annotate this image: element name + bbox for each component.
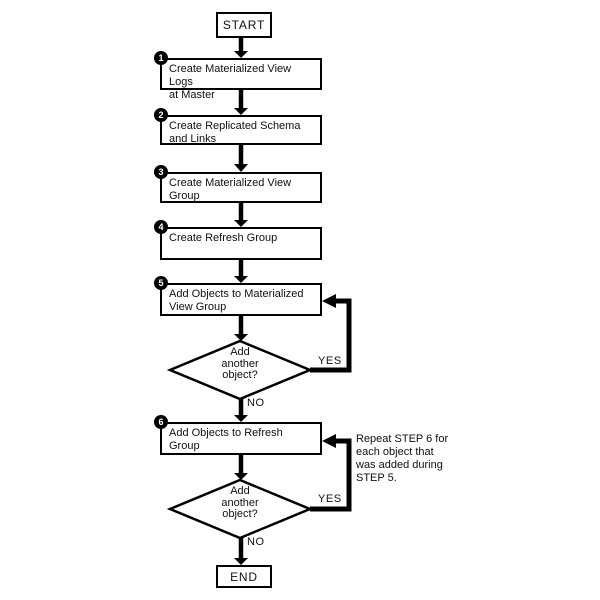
- step-2-line-2: and Links: [169, 133, 217, 145]
- decision-1-line-2: another: [221, 357, 259, 370]
- step-number-badge-4: 4: [154, 220, 168, 234]
- arrowhead-decision2-to-end: [234, 558, 248, 565]
- yes-loop-1: [310, 298, 352, 373]
- decision-1-no-label: NO: [247, 397, 265, 409]
- start-label: START: [222, 18, 266, 32]
- step-box-6: 6 Add Objects to Refresh Group: [154, 415, 322, 455]
- repeat-step-annotation: Repeat STEP 6 for each object that was a…: [356, 433, 474, 485]
- decision-2-no-label: NO: [247, 536, 265, 548]
- step-box-5: 5 Add Objects to Materialized View Group: [154, 276, 322, 316]
- end-node: END: [216, 565, 272, 588]
- arrowhead-step4-to-step5: [234, 276, 248, 283]
- arrowhead-step2-to-step3: [234, 164, 248, 172]
- decision-2-line-2: another: [221, 496, 259, 509]
- arrowhead-step6-to-decision2: [234, 473, 248, 480]
- decision-1-line-3: object?: [222, 369, 258, 381]
- step-box-3: 3 Create Materialized View Group: [154, 165, 322, 203]
- step-5-line-1: Add Objects to Materialized: [169, 288, 304, 300]
- decision-2-line-3: object?: [222, 508, 258, 520]
- step-6-line-1: Add Objects to Refresh Group: [169, 427, 283, 452]
- step-number-badge-1: 1: [154, 51, 168, 65]
- flow-arrow-heads: [234, 51, 248, 565]
- arrowhead-decision1-to-step6: [234, 415, 248, 422]
- arrowhead-start-to-step1: [234, 51, 248, 58]
- step-number-badge-3: 3: [154, 165, 168, 179]
- yes-loop-2: [310, 438, 352, 512]
- start-node: START: [216, 12, 272, 38]
- arrowhead-step1-to-step2: [234, 108, 248, 115]
- decision-2-text: Add another object?: [170, 485, 310, 521]
- decision-2-line-1: Add: [230, 485, 250, 497]
- arrowhead-step3-to-step4: [234, 220, 248, 227]
- annotation-line-3: was added during: [356, 459, 443, 471]
- arrowhead-step5-to-decision1: [234, 334, 248, 341]
- step-2-line-1: Create Replicated Schema: [169, 120, 301, 132]
- yes-loop-1-arrowhead: [322, 294, 336, 308]
- step-5-line-2: View Group: [169, 301, 227, 313]
- step-4-line-1: Create Refresh Group: [169, 232, 278, 244]
- decision-1-text: Add another object?: [170, 346, 310, 382]
- step-1-line-2: at Master: [169, 89, 215, 101]
- step-box-1: 1 Create Materialized View Logs at Maste…: [154, 51, 322, 101]
- yes-loop-2-arrowhead: [322, 434, 336, 448]
- decision-1-line-1: Add: [230, 346, 250, 358]
- decision-2-yes-label: YES: [318, 493, 342, 505]
- step-number-badge-6: 6: [154, 415, 168, 429]
- step-box-2: 2 Create Replicated Schema and Links: [154, 108, 322, 145]
- step-3-line-1: Create Materialized View Group: [169, 177, 292, 202]
- step-number-badge-5: 5: [154, 276, 168, 290]
- decision-1-yes-label: YES: [318, 355, 342, 367]
- annotation-line-2: each object that: [356, 446, 434, 458]
- step-number-badge-2: 2: [154, 108, 168, 122]
- annotation-line-1: Repeat STEP 6 for: [356, 433, 449, 445]
- step-box-4: 4 Create Refresh Group: [154, 220, 322, 260]
- step-1-line-1: Create Materialized View Logs: [169, 63, 292, 88]
- annotation-line-4: STEP 5.: [356, 472, 397, 484]
- end-label: END: [230, 569, 258, 584]
